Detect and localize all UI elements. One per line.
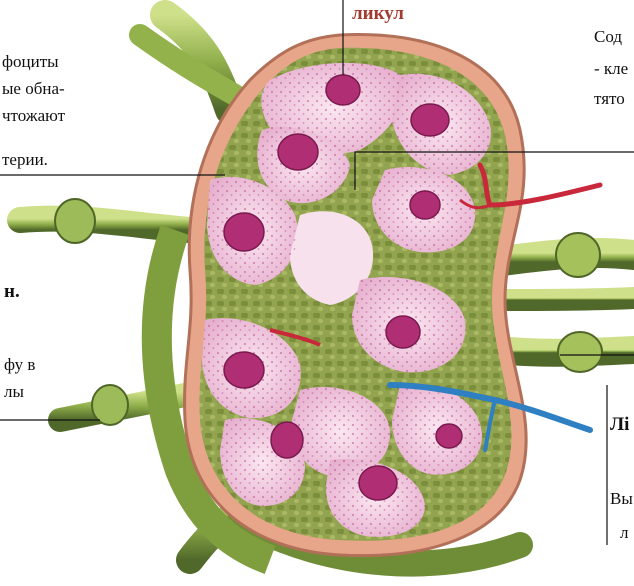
nucleus-6 [386,316,420,348]
valve-left-lower [92,385,128,425]
nucleus-7 [224,352,264,388]
valve-left-upper [55,199,95,243]
nucleus-1 [326,75,360,105]
label-left-line-4: терии. [2,151,48,168]
label-left-line-3: чтожают [2,107,65,124]
label-left-line-1: фоциты [2,53,59,70]
valve-right-3 [558,332,602,372]
label-left-lower-1: фу в [4,356,35,373]
label-right-bottom-2: л [620,524,628,541]
nucleus-2 [411,104,449,136]
nucleus-5 [224,213,264,251]
nucleus-9 [436,424,462,448]
nucleus-3 [278,134,318,170]
label-top-center: ликул [352,4,404,23]
label-right-top-2: - кле [594,60,628,77]
nucleus-8 [271,422,303,458]
label-right-top-3: тято [594,90,625,107]
label-right-bottom-1: Вы [610,490,633,507]
label-left-mid-bold: н. [4,282,20,301]
label-left-lower-2: лы [4,383,24,400]
label-right-lower-bold: Лі [610,415,629,434]
valve-right-1 [556,233,600,277]
vessel-right-2 [495,298,634,300]
label-left-line-2: ые обна- [2,80,65,97]
nucleus-10 [359,466,397,500]
label-right-top-1: Сод [594,28,622,45]
nucleus-4 [410,191,440,219]
